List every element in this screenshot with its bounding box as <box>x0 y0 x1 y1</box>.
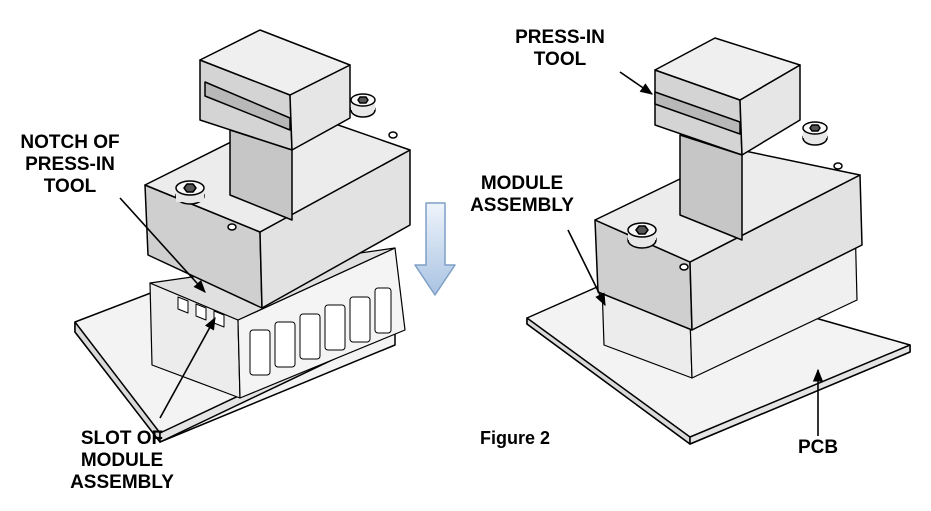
leader-notch <box>119 197 206 293</box>
label-line: TOOL <box>533 49 587 70</box>
label-slot-of-module-assembly: SLOT OF MODULE ASSEMBLY <box>62 428 182 494</box>
hex-socket-screw-icon <box>350 93 376 118</box>
label-pcb: PCB <box>797 437 839 458</box>
label-module-assembly: MODULE ASSEMBLY <box>462 173 582 217</box>
right-assembly <box>526 37 911 445</box>
label-line: ASSEMBLY <box>470 195 574 216</box>
label-notch-of-press-in-tool: NOTCH OF PRESS-IN TOOL <box>4 132 136 198</box>
leader-lines <box>119 71 824 436</box>
hex-socket-screw-icon <box>802 121 828 146</box>
leader-module-assembly <box>567 229 606 307</box>
label-line: MODULE <box>80 450 164 471</box>
label-line: PRESS-IN <box>25 154 115 175</box>
label-line: PRESS-IN <box>515 27 605 48</box>
down-arrow-icon <box>414 202 456 296</box>
left-module-slots <box>249 287 392 376</box>
leader-press-in-tool <box>619 71 654 95</box>
left-assembly <box>74 29 456 443</box>
label-line: ASSEMBLY <box>70 472 174 493</box>
label-line: MODULE <box>480 173 564 194</box>
hex-socket-screw-icon <box>175 180 205 205</box>
left-press-in-tool <box>144 29 411 309</box>
figure-caption: Figure 2 <box>479 428 550 448</box>
label-press-in-tool: PRESS-IN TOOL <box>500 27 620 71</box>
label-line: NOTCH OF <box>20 132 120 153</box>
hex-socket-screw-icon <box>627 222 657 249</box>
right-press-in-tool <box>594 37 863 331</box>
label-line: TOOL <box>43 176 97 197</box>
label-line: SLOT OF <box>80 428 164 449</box>
leader-slot <box>159 316 216 419</box>
